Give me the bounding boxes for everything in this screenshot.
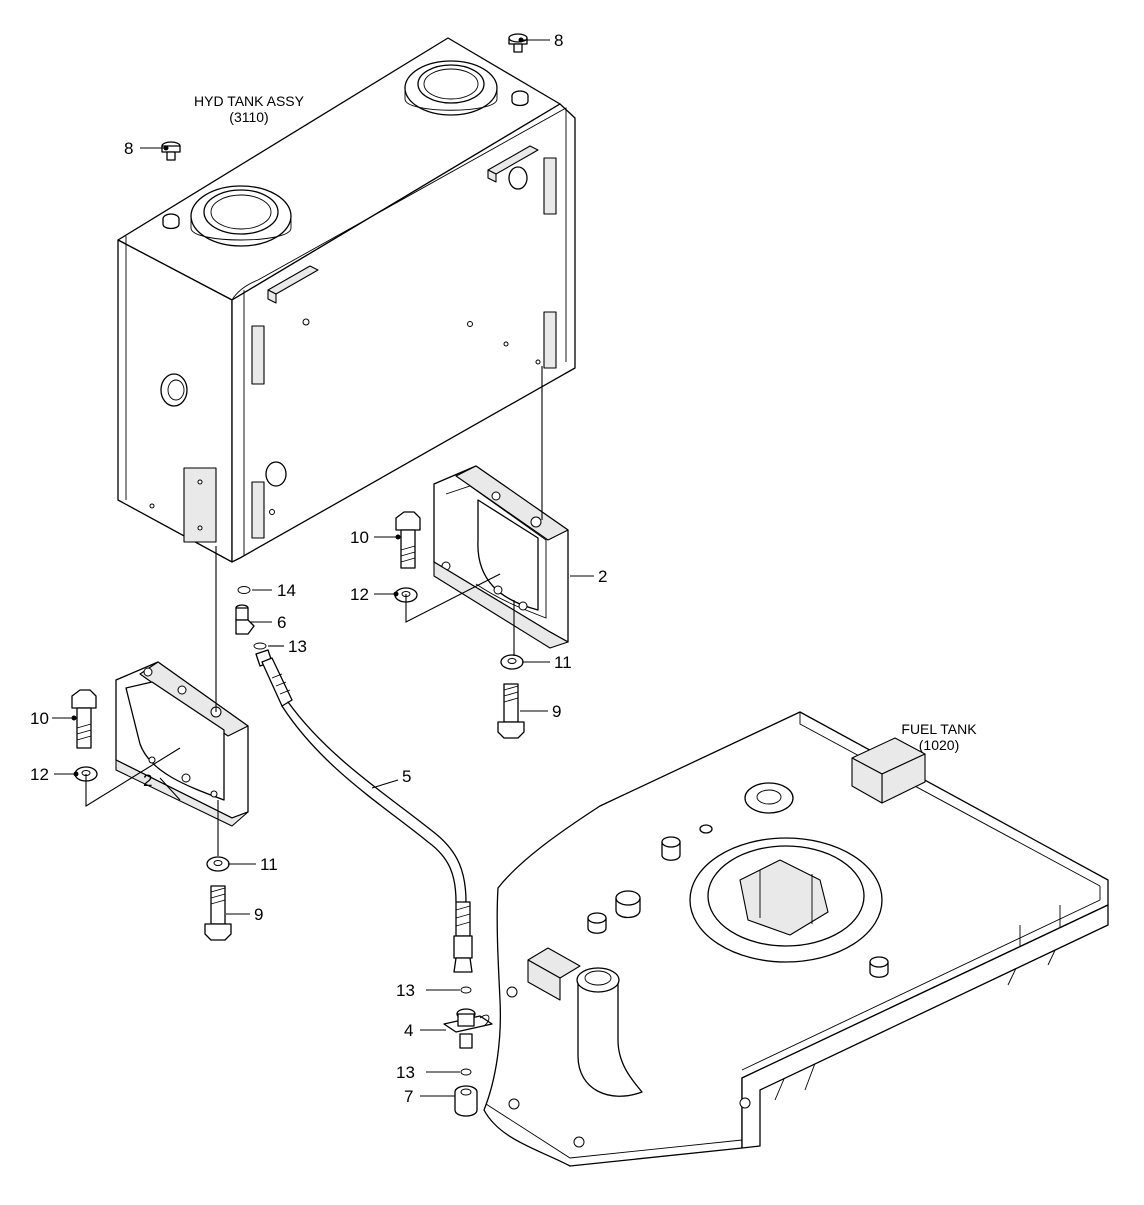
nut-7 — [454, 1085, 478, 1117]
callout-13-mid: 13 — [396, 981, 415, 1000]
tank-boss-right — [511, 90, 529, 107]
hyd-tank-name: HYD TANK ASSY — [194, 93, 305, 109]
oring-14 — [237, 586, 251, 594]
oring-13-mid — [460, 986, 472, 994]
callout-11-left: 11 — [260, 855, 278, 874]
hyd-tank-code: (3110) — [229, 109, 268, 125]
callout-4: 4 — [404, 1021, 413, 1040]
tank-port-rear — [404, 60, 498, 116]
tank-port-front — [190, 185, 292, 247]
bolt-10-left — [71, 689, 97, 749]
callout-11-right: 11 — [554, 653, 572, 672]
fuel-tank-pipe — [576, 967, 643, 1097]
callout-10-left: 10 — [30, 709, 49, 728]
fuel-tank — [483, 711, 1109, 1167]
fitting-6 — [235, 604, 255, 635]
callout-6: 6 — [277, 613, 286, 632]
bolt-9-right — [497, 683, 525, 739]
callout-7: 7 — [404, 1087, 413, 1106]
fuel-tank-name: FUEL TANK — [901, 721, 977, 737]
bolt-10-right — [395, 511, 421, 569]
oring-13-top — [253, 642, 267, 650]
bracket-left — [115, 661, 249, 827]
hose-5 — [255, 649, 473, 973]
hyd-tank — [117, 37, 576, 563]
callout-10-right: 10 — [350, 528, 369, 547]
callout-9-left: 9 — [254, 905, 263, 924]
callout-9-right: 9 — [552, 702, 561, 721]
tank-side-port — [160, 373, 188, 407]
bracket-right — [433, 465, 569, 649]
tank-boss-left — [162, 213, 180, 230]
callout-13-top: 13 — [288, 637, 307, 656]
bolt-9-left — [204, 885, 232, 941]
callout-8-top: 8 — [554, 31, 563, 50]
callout-12-left: 12 — [30, 765, 49, 784]
callout-8-left: 8 — [124, 139, 133, 158]
oring-13-low — [460, 1068, 472, 1076]
bolt-8-top — [508, 33, 528, 53]
callout-2-left: 2 — [143, 771, 152, 790]
washer-11-left — [206, 856, 230, 872]
callout-13-low: 13 — [396, 1063, 415, 1082]
fuel-tank-code: (1020) — [919, 737, 959, 753]
bolt-8-left — [161, 141, 181, 161]
callout-2-right: 2 — [598, 567, 607, 586]
leader-lines — [52, 37, 594, 1097]
callout-5: 5 — [402, 767, 411, 786]
callout-12-right: 12 — [350, 585, 369, 604]
fuel-tank-opening — [689, 837, 883, 963]
adapter-4 — [443, 1008, 493, 1049]
callout-14: 14 — [277, 581, 296, 600]
washer-11-right — [500, 654, 524, 670]
labels: HYD TANK ASSY (3110) FUEL TANK (1020) 8 … — [30, 31, 977, 1106]
